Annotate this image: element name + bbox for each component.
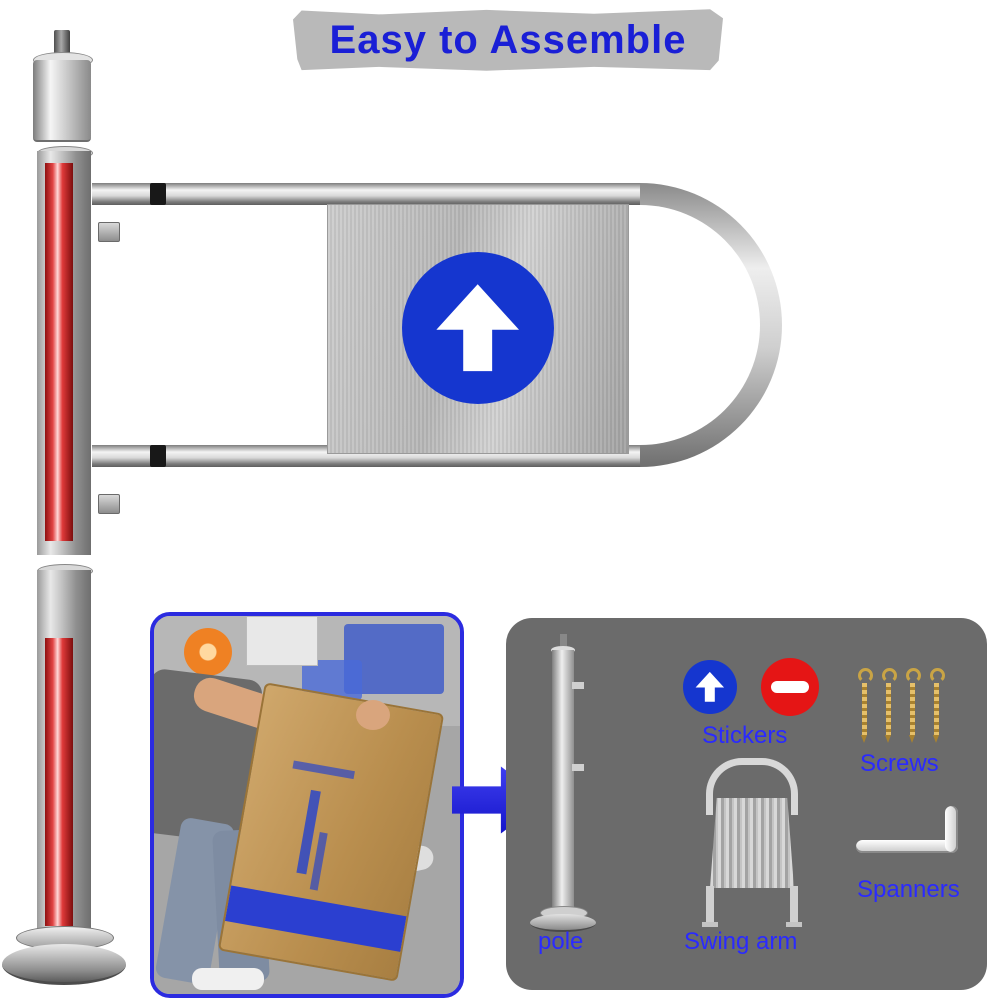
pole-red-stripe — [45, 638, 73, 926]
box-print-mark — [292, 760, 355, 780]
mini-pole-base-flange — [530, 914, 596, 932]
mini-swing-arm-tube — [706, 758, 798, 815]
pole-red-stripe — [45, 163, 73, 541]
spanners-label: Spanners — [857, 876, 960, 903]
person-shoe — [192, 968, 264, 990]
screw-icon — [930, 668, 945, 746]
box-blue-band — [224, 885, 407, 952]
screw-shaft — [885, 683, 891, 735]
screw-shaft — [933, 683, 939, 735]
screw-icon — [882, 668, 897, 746]
swing-arm-bottom-cap — [150, 445, 166, 467]
swing-arm-label: Swing arm — [684, 928, 798, 955]
swing-arm-top-tube — [92, 183, 640, 205]
up-arrow-icon — [436, 284, 520, 372]
pole-lower-segment — [37, 570, 91, 942]
tape-roll — [184, 628, 232, 676]
screw-icon — [906, 668, 921, 746]
no-entry-bar — [771, 681, 809, 693]
packaging-photo — [150, 612, 464, 998]
easy-to-assemble-banner: Easy to Assemble — [293, 9, 723, 71]
screw-icon — [858, 668, 873, 746]
screw-hook — [930, 668, 945, 683]
screw-hook — [906, 668, 921, 683]
screw-tip — [933, 735, 939, 743]
pole-upper-segment — [37, 151, 91, 555]
mini-swing-arm-foot — [786, 922, 802, 927]
box-print-mark — [309, 832, 328, 891]
up-arrow-sticker-icon — [683, 660, 737, 714]
hinge-connector-top — [98, 222, 120, 242]
mini-swing-arm-foot — [702, 922, 718, 927]
pole-label: pole — [538, 928, 584, 955]
screw-tip — [885, 735, 891, 743]
screw-hook — [858, 668, 873, 683]
mini-pole — [552, 650, 574, 912]
mini-pole-stub — [572, 682, 584, 689]
screws-group — [858, 668, 958, 752]
up-arrow-sign — [402, 252, 554, 404]
no-entry-sticker-icon — [761, 658, 819, 716]
mini-swing-arm-leg — [706, 886, 714, 924]
spanner-icon — [945, 806, 958, 852]
stickers-label: Stickers — [702, 722, 788, 749]
mini-swing-arm-leg — [790, 886, 798, 924]
pole-cap-cylinder — [33, 60, 91, 142]
mini-swing-arm-panel — [710, 798, 794, 888]
screw-hook — [882, 668, 897, 683]
person-hand — [356, 700, 390, 730]
up-arrow-icon — [695, 672, 725, 702]
screws-label: Screws — [860, 750, 939, 777]
hinge-connector-bottom — [98, 494, 120, 514]
screw-shaft — [861, 683, 867, 735]
mini-pole-knob — [560, 634, 567, 648]
photo-shelf-box — [246, 616, 318, 666]
mini-pole-stub — [572, 764, 584, 771]
screw-tip — [861, 735, 867, 743]
swing-arm-top-cap — [150, 183, 166, 205]
pole-base-flange — [2, 944, 126, 985]
banner-text: Easy to Assemble — [329, 17, 687, 62]
screw-tip — [909, 735, 915, 743]
screw-shaft — [909, 683, 915, 735]
spanner-icon — [856, 840, 958, 853]
